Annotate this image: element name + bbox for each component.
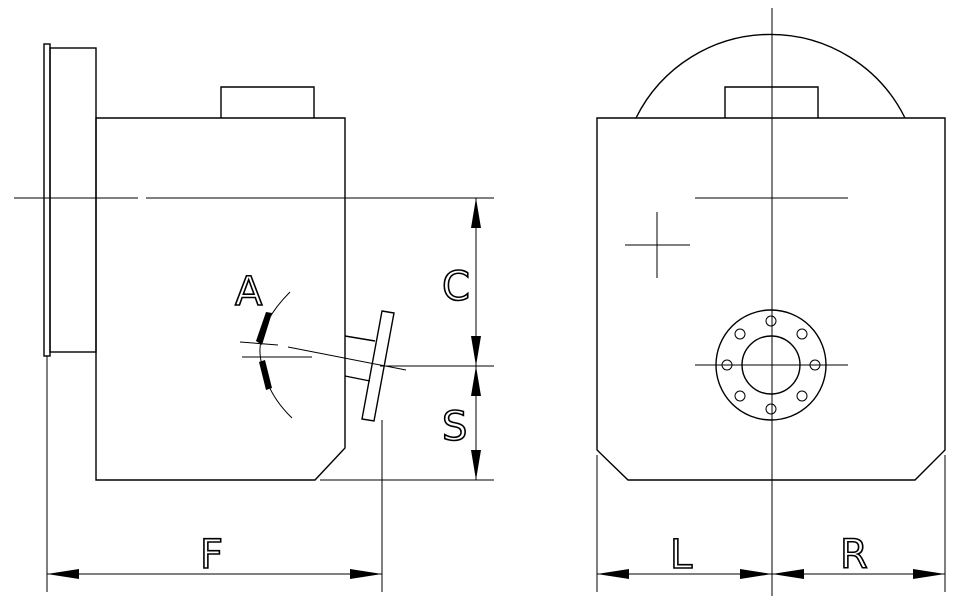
- spout-pipe: [344, 310, 395, 422]
- c-dimension: [471, 198, 481, 366]
- spout-axis-line: [239, 341, 494, 371]
- lr-dimension: [596, 455, 946, 592]
- s-dimension-label: S: [442, 404, 467, 450]
- front-view: L R: [596, 8, 946, 596]
- f-dimension-label: F: [200, 532, 223, 578]
- s-dimension: [471, 366, 481, 480]
- mounting-flange: [43, 43, 97, 357]
- angle-a-dimension: [256, 291, 293, 419]
- dome-top: [635, 33, 906, 119]
- front-body-outline: [596, 117, 946, 481]
- spout-flange-front: [695, 309, 848, 421]
- top-outlet: [220, 86, 315, 118]
- body-outline: [95, 117, 346, 481]
- side-view: A C S F: [14, 43, 494, 592]
- c-dimension-label: C: [442, 264, 470, 310]
- r-dimension-label: R: [840, 532, 868, 578]
- l-dimension-label: L: [670, 532, 693, 578]
- f-dimension: [46, 356, 383, 592]
- bolt-holes: [721, 315, 821, 415]
- angle-a-label: A: [235, 269, 263, 315]
- cross-mark: [625, 212, 690, 278]
